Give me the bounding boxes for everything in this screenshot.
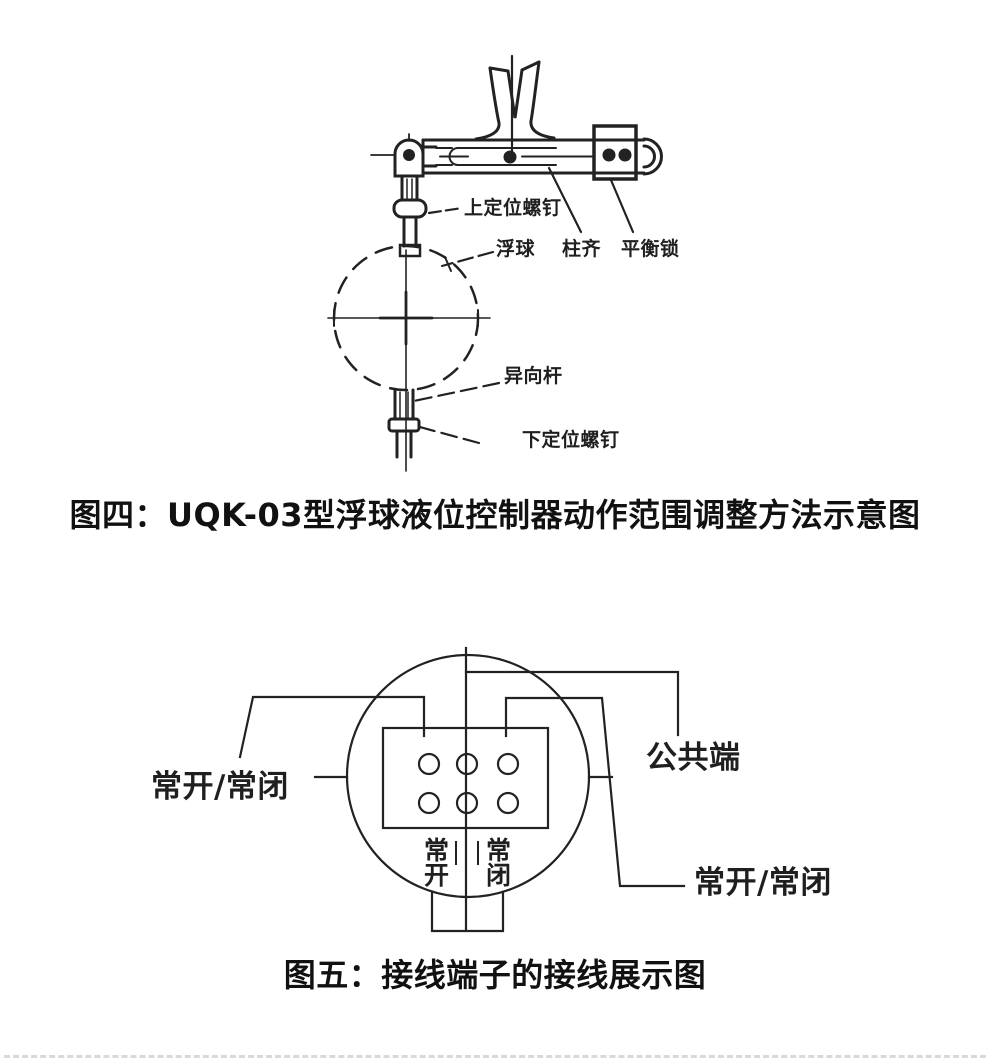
figure4-drawing [327,54,663,472]
terminal-holes [417,752,520,815]
lower-screw-assembly [387,388,421,459]
bottom-dashed-divider [4,1055,986,1058]
cable-entry-box [430,890,505,933]
figure5-caption: 图五：接线端子的接线展示图 [283,956,707,994]
balance-lock-block [592,124,638,181]
stop-column-label: 柱齐 [562,238,602,260]
common-terminal-wire [464,670,680,737]
left-terminal-label: 常开/常闭 [151,769,289,805]
float-ball [327,244,491,472]
figure4-leader-lines [412,166,635,445]
wedge-pivot-dot [503,150,517,164]
left-terminal-wire [238,695,426,759]
upper-screw-assembly [392,174,428,258]
inner-normally-open-label: 常开 [424,836,450,890]
terminal-block [381,726,550,830]
upper-screw-label: 上定位螺钉 [464,197,562,219]
figure4-caption: 图四：UQK-03型浮球液位控制器动作范围调整方法示意图 [69,496,921,534]
arm-slot-lines [435,147,593,166]
reverse-rod-label: 异向杆 [504,365,563,387]
right-terminal-label: 常开/常闭 [694,865,832,901]
inner-normally-closed-label: 常闭 [486,836,512,890]
common-terminal-label: 公共端 [646,740,741,776]
balance-lock-label: 平衡锁 [621,238,680,260]
wedge-clamp [474,60,556,141]
figure5-drawing [238,646,686,933]
float-ball-label: 浮球 [496,238,536,260]
lower-screw-label: 下定位螺钉 [522,429,620,451]
right-terminal-wire [504,696,686,888]
hinge-block [370,133,438,178]
